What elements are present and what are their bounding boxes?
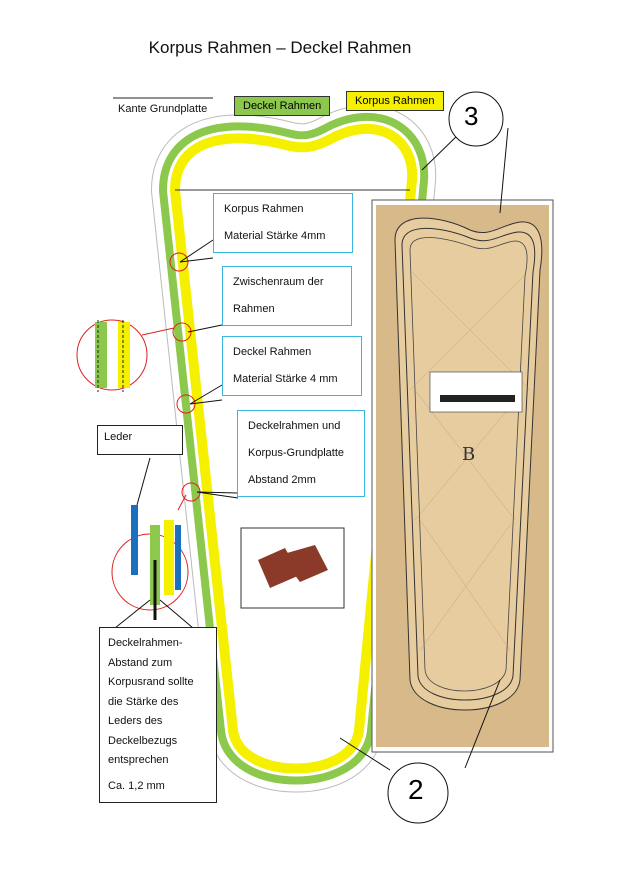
callout-zwischenraum: Zwischenraum der Rahmen (222, 266, 352, 326)
sandpaper-image (258, 545, 328, 588)
detail-magnified-frames (95, 320, 187, 620)
note-line: Abstand zum (108, 656, 173, 669)
note-line: Deckelrahmen- (108, 637, 183, 649)
marker-circle-3 (448, 91, 504, 147)
callout-deckel-rahmen: Deckel Rahmen Material Stärke 4 mm (222, 336, 362, 396)
note-box: Deckelrahmen- Abstand zum Korpusrand sol… (99, 627, 217, 803)
note-line: Leders des (108, 715, 163, 727)
svg-text:B: B (462, 444, 475, 465)
note-line: entsprechen (108, 754, 169, 766)
callout-text: Zwischenraum der (233, 276, 324, 288)
marker-2-label: 2 (408, 774, 424, 805)
legend-edge-label: Kante Grundplatte (118, 103, 208, 115)
callout-text: Korpus-Grundplatte (248, 447, 344, 459)
callout-text: Material Stärke 4mm (224, 230, 326, 242)
callout-abstand: Deckelrahmen und Korpus-Grundplatte Abst… (237, 410, 365, 497)
callout-text: Korpus Rahmen (224, 203, 304, 215)
note-line: die Stärke des (108, 695, 179, 708)
callout-text: Deckelrahmen und (248, 420, 341, 432)
note-line: Korpusrand sollte (108, 676, 194, 688)
note-value: Ca. 1,2 mm (108, 779, 165, 792)
marker-circle-2 (387, 762, 449, 824)
legend-deckel-rahmen: Deckel Rahmen (234, 96, 331, 116)
callout-text: Material Stärke 4 mm (233, 373, 338, 385)
note-line: Deckelbezugs (108, 734, 178, 747)
page-title: Korpus Rahmen – Deckel Rahmen (148, 38, 412, 57)
callout-korpus-rahmen: Korpus Rahmen Material Stärke 4mm (213, 193, 353, 253)
legend-korpus-rahmen: Korpus Rahmen (346, 91, 444, 111)
photo-template: B (371, 199, 554, 753)
callout-text: Deckel Rahmen (233, 346, 312, 358)
leder-label-box: Leder (97, 425, 183, 455)
marker-3-label: 3 (464, 101, 479, 131)
callout-arrows (114, 127, 509, 771)
callout-text: Abstand 2mm (248, 474, 316, 486)
callout-text: Rahmen (233, 303, 275, 315)
